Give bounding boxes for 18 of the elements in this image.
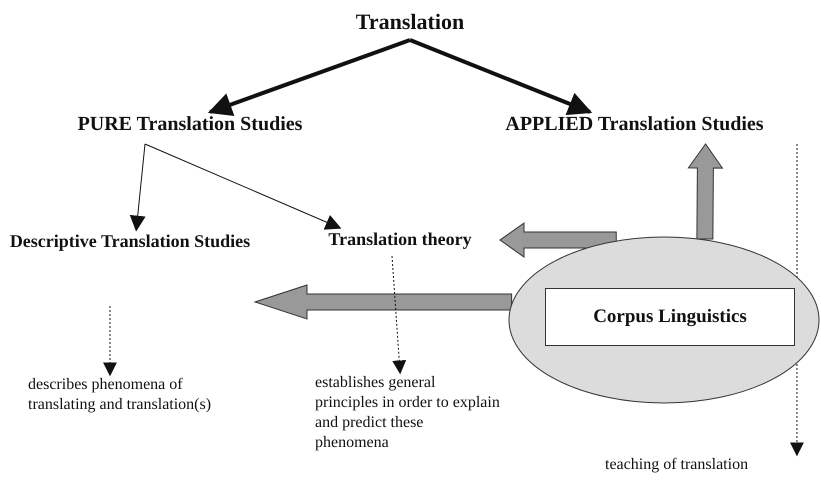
- dotted-arrow: [103, 306, 117, 376]
- block-arrow: [253, 284, 512, 320]
- arrow: [130, 144, 146, 232]
- branch-heading: PURE Translation Studies: [78, 112, 302, 137]
- arrow: [208, 38, 411, 116]
- block-arrow: [687, 143, 724, 240]
- note-text: establishes general principles in order to explain and predict these phenomena: [315, 373, 500, 453]
- arrow: [409, 38, 592, 116]
- branch-heading: Translation theory: [328, 228, 472, 250]
- block-arrow: [499, 222, 617, 258]
- note-text: teaching of translation: [605, 455, 748, 475]
- branch-heading: APPLIED Translation Studies: [505, 112, 764, 137]
- dotted-arrow: [392, 256, 406, 374]
- note-text: describes phenomena of translating and translation(s): [28, 375, 212, 415]
- branch-heading: Descriptive Translation Studies: [10, 230, 250, 252]
- branch-heading: Translation: [356, 8, 464, 36]
- label-box: Corpus Linguistics: [545, 288, 795, 346]
- arrow: [144, 144, 342, 230]
